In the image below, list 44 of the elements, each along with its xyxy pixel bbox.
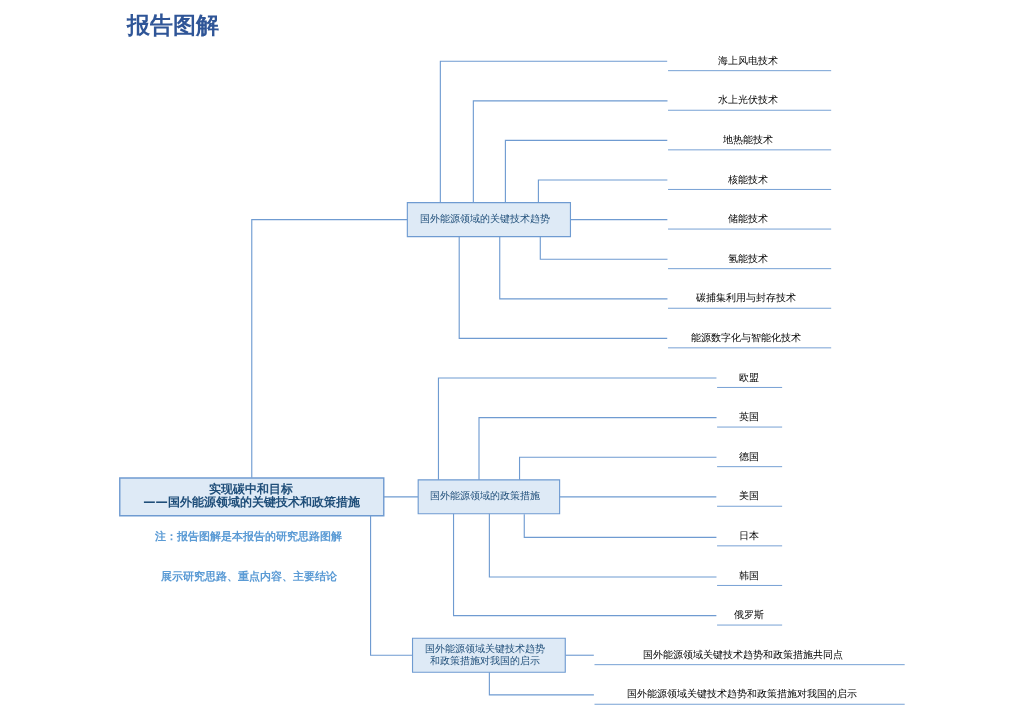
node-box: 实现碳中和目标 ——国外能源领域的关键技术和政策措施 [119, 477, 385, 517]
node-box: 国外能源领域的政策措施 [417, 479, 561, 515]
connector [499, 236, 669, 300]
node-text: 氢能技术 [727, 251, 768, 264]
node-text: 国外能源领域关键技术趋势和政策措施共同点 [643, 647, 844, 660]
connector [488, 671, 595, 696]
connector [439, 60, 668, 203]
node-text: 储能技术 [727, 212, 768, 225]
node-text: 国外能源领域关键技术趋势和政策措施对我国的启示 [627, 687, 858, 700]
node-text: 水上光伏技术 [717, 93, 778, 106]
connector [518, 456, 718, 481]
connector [478, 417, 718, 481]
diagram-title: 报告图解 [127, 12, 220, 39]
node-text: 碳捕集利用与封存技术 [696, 291, 797, 304]
label: 注：报告图解是本报告的研究思路图解 [155, 530, 343, 544]
node-text: 俄罗斯 [733, 608, 764, 621]
connector [472, 100, 669, 204]
node-text: 韩国 [738, 568, 759, 581]
node-text: 美国 [738, 489, 759, 502]
connector [559, 496, 717, 498]
node-text: 海上风电技术 [717, 53, 778, 66]
node-text: 欧盟 [738, 370, 759, 383]
node-text: 地热能技术 [722, 133, 773, 146]
connector [539, 236, 669, 260]
node-text: 核能技术 [727, 172, 768, 185]
node-box: 国外能源领域关键技术趋势和政策措施对我国的启示 [411, 637, 566, 673]
node-text: 德国 [738, 449, 759, 462]
node-text: 日本 [738, 529, 759, 542]
node-text: 能源数字化与智能化技术 [691, 331, 802, 344]
node-box: 国外能源领域的关键技术趋势 [406, 202, 572, 238]
connector [370, 515, 413, 656]
connector [537, 179, 668, 204]
connector [504, 139, 668, 203]
connector [488, 513, 718, 578]
node-text: 英国 [738, 410, 759, 423]
connector [452, 513, 717, 617]
connector [437, 377, 718, 481]
connector [458, 236, 668, 339]
connector [523, 513, 717, 538]
label: 展示研究思路、重点内容、主要结论 [160, 569, 337, 583]
connector [251, 219, 408, 479]
connector [565, 654, 595, 656]
connector [383, 496, 419, 498]
connector [569, 219, 668, 221]
